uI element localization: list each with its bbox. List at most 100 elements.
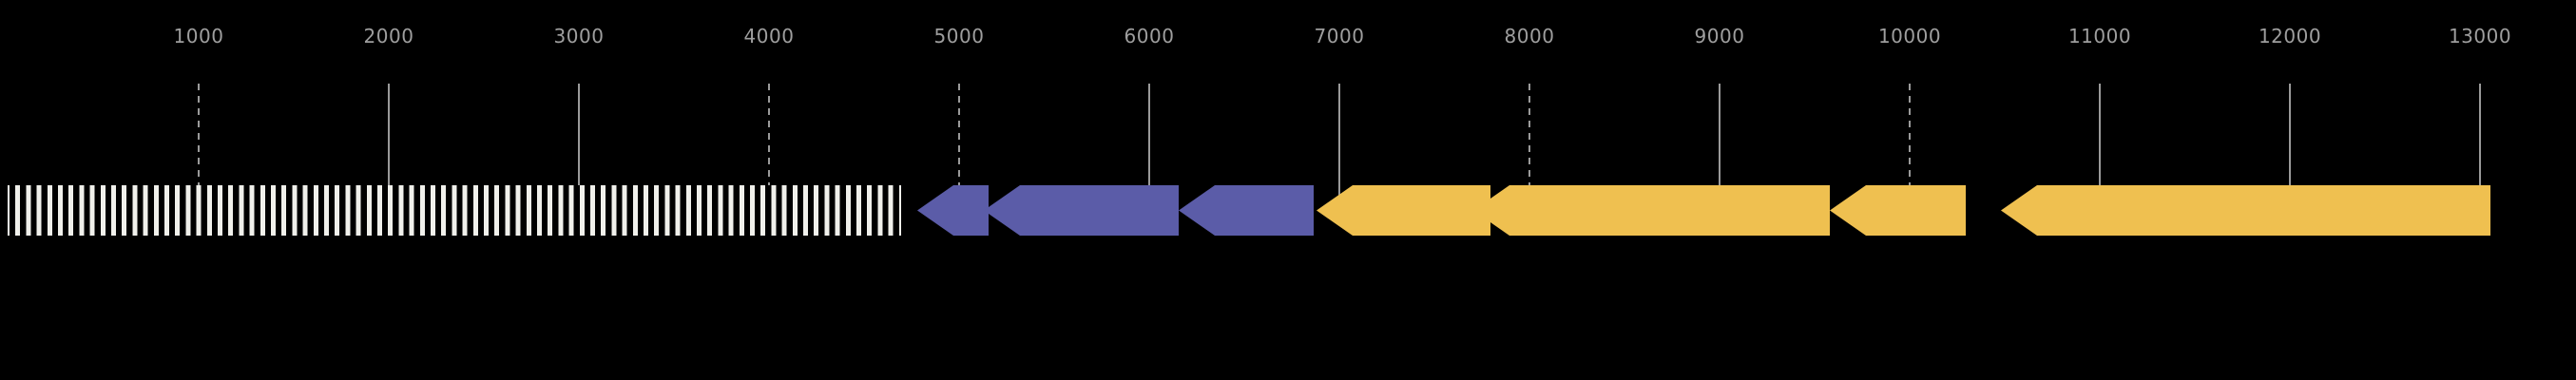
- hatch-stripe: [829, 185, 836, 236]
- hatch-stripe: [702, 185, 708, 236]
- feature-yellow-arrow-1[interactable]: [1317, 185, 1490, 236]
- hatch-stripe: [413, 185, 420, 236]
- hatch-stripe: [446, 185, 452, 236]
- hatch-stripe: [222, 185, 229, 236]
- hatch-stripe: [393, 185, 399, 236]
- hatch-stripe: [339, 185, 346, 236]
- hatch-stripe: [722, 185, 729, 236]
- hatch-stripe: [509, 185, 516, 236]
- hatch-stripe: [637, 185, 644, 236]
- hatch-stripe: [10, 185, 16, 236]
- hatch-stripe: [669, 185, 676, 236]
- hatch-stripe: [382, 185, 389, 236]
- hatch-stripe: [169, 185, 176, 236]
- hatch-stripe: [861, 185, 868, 236]
- hatch-stripe: [51, 185, 58, 236]
- hatch-stripe: [659, 185, 665, 236]
- hatch-stripe: [94, 185, 101, 236]
- hatch-stripe: [776, 185, 782, 236]
- axis-tick-2000: [388, 84, 390, 218]
- arrow-body: [984, 185, 1179, 236]
- feature-yellow-arrow-4[interactable]: [2001, 185, 2490, 236]
- axis-tick-label-9000: 9000: [1694, 25, 1745, 48]
- hatch-stripe: [786, 185, 793, 236]
- hatch-stripe: [520, 185, 527, 236]
- hatch-stripe: [563, 185, 569, 236]
- hatch-stripe: [542, 185, 548, 236]
- axis-tick-7000: [1338, 84, 1340, 218]
- axis-tick-label-3000: 3000: [553, 25, 605, 48]
- hatch-stripe: [116, 185, 123, 236]
- hatch-stripe: [276, 185, 282, 236]
- hatch-stripe: [329, 185, 336, 236]
- hatch-stripe: [808, 185, 815, 236]
- hatch-stripe: [211, 185, 218, 236]
- axis-tick-11000: [2099, 84, 2101, 218]
- axis-tick-8000: [1528, 84, 1530, 218]
- hatch-stripe: [105, 185, 111, 236]
- hatch-stripe: [201, 185, 207, 236]
- feature-yellow-arrow-2[interactable]: [1473, 185, 1830, 236]
- feature-yellow-arrow-3[interactable]: [1830, 185, 1966, 236]
- axis-tick-label-8000: 8000: [1504, 25, 1555, 48]
- hatch-stripe: [882, 185, 889, 236]
- axis-tick-label-12000: 12000: [2258, 25, 2322, 48]
- axis-tick-6000: [1148, 84, 1150, 218]
- axis-tick-12000: [2289, 84, 2291, 218]
- hatch-stripe: [350, 185, 356, 236]
- axis-tick-label-4000: 4000: [743, 25, 795, 48]
- hatch-stripe: [371, 185, 377, 236]
- hatch-stripe: [30, 185, 37, 236]
- hatch-stripe: [243, 185, 250, 236]
- hatch-stripe: [573, 185, 580, 236]
- hatch-stripe: [595, 185, 602, 236]
- feature-purple-arrow-1[interactable]: [917, 185, 989, 236]
- hatch-stripe: [477, 185, 484, 236]
- hatch-stripe: [616, 185, 623, 236]
- feature-purple-arrow-2[interactable]: [984, 185, 1179, 236]
- axis-tick-13000: [2479, 84, 2481, 218]
- hatch-stripe: [286, 185, 293, 236]
- hatch-stripe: [297, 185, 303, 236]
- hatch-stripe: [839, 185, 846, 236]
- hatch-stripe: [264, 185, 271, 236]
- hatch-stripe: [530, 185, 537, 236]
- feature-purple-arrow-3[interactable]: [1179, 185, 1314, 236]
- axis-tick-label-5000: 5000: [933, 25, 985, 48]
- arrow-body: [1473, 185, 1830, 236]
- axis-tick-label-11000: 11000: [2067, 25, 2132, 48]
- hatch-stripe: [850, 185, 856, 236]
- hatch-stripe: [712, 185, 719, 236]
- hatch-stripe: [84, 185, 90, 236]
- hatch-stripe: [403, 185, 410, 236]
- hatch-stripe: [797, 185, 803, 236]
- hatch-stripe: [233, 185, 240, 236]
- hatch-stripe: [626, 185, 633, 236]
- hatch-stripe: [158, 185, 164, 236]
- hatch-stripe: [489, 185, 495, 236]
- axis-tick-10000: [1909, 84, 1911, 218]
- hatch-stripe: [743, 185, 750, 236]
- arrow-body: [917, 185, 989, 236]
- hatch-stripe: [733, 185, 740, 236]
- hatch-stripe: [584, 185, 590, 236]
- axis-tick-label-13000: 13000: [2448, 25, 2512, 48]
- hatch-stripe: [190, 185, 197, 236]
- hatch-stripe: [435, 185, 442, 236]
- hatch-stripe: [680, 185, 686, 236]
- axis-tick-1000: [198, 84, 200, 218]
- hatch-stripe: [765, 185, 772, 236]
- axis-tick-label-2000: 2000: [363, 25, 414, 48]
- axis-tick-9000: [1719, 84, 1721, 218]
- hatch-stripe: [73, 185, 80, 236]
- arrow-body: [2001, 185, 2490, 236]
- arrow-body: [1317, 185, 1490, 236]
- hatch-stripe: [499, 185, 506, 236]
- feature-hatched-region[interactable]: [8, 185, 901, 236]
- arrow-body: [1179, 185, 1314, 236]
- hatch-stripe: [41, 185, 48, 236]
- axis-tick-label-1000: 1000: [173, 25, 224, 48]
- hatch-stripe: [456, 185, 463, 236]
